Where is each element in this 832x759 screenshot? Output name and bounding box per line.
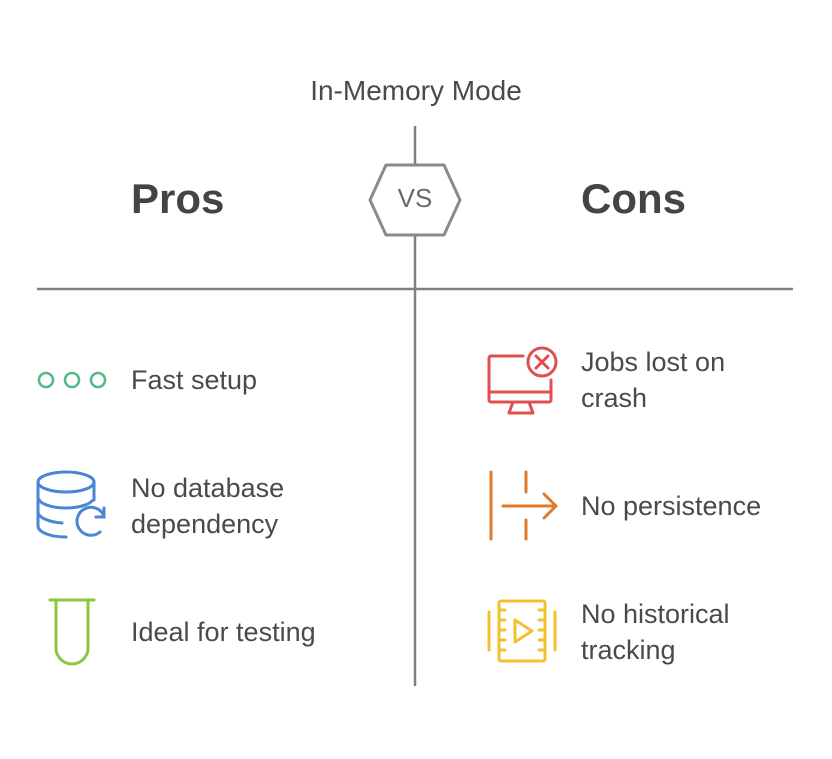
cons-item-label: No historical tracking: [581, 599, 730, 665]
pros-item-label: Ideal for testing: [131, 617, 316, 647]
pros-item-label: No database dependency: [131, 470, 331, 542]
broken-arrow-icon: [489, 470, 558, 541]
database-sync-icon: [36, 470, 106, 539]
pros-item-label: Fast setup: [131, 365, 258, 395]
cons-heading: Cons: [581, 175, 686, 222]
three-dots-icon: [37, 371, 107, 389]
cons-item-label: Jobs lost on crash: [581, 347, 726, 413]
vs-label: VS: [397, 183, 433, 213]
pros-item-label-text: No database dependency: [131, 473, 285, 539]
diagram-title: In-Memory Mode: [310, 75, 522, 106]
film-play-icon: [487, 599, 557, 663]
monitor-error-icon: [487, 346, 558, 415]
pros-heading: Pros: [131, 175, 225, 222]
cons-item-label: No persistence: [581, 491, 762, 521]
vs-badge: [368, 163, 462, 237]
test-tube-icon: [48, 598, 96, 666]
